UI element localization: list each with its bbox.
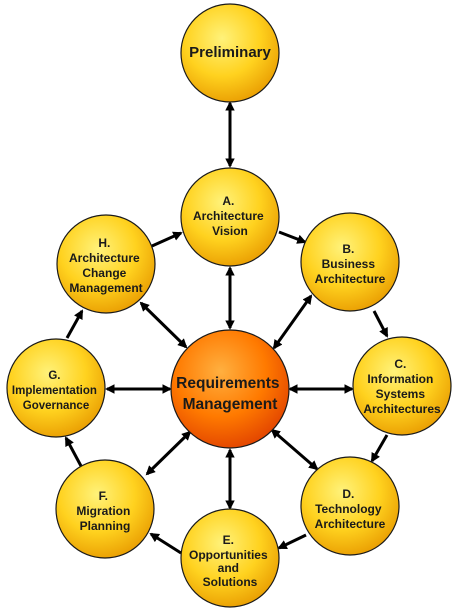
node-h-circle — [56, 214, 156, 314]
node-e-circle — [180, 508, 280, 608]
node-label-line: Architecture — [315, 517, 386, 531]
flow-arrow — [151, 231, 183, 248]
node-label-line: Architectures — [363, 402, 441, 416]
node-e-opportunities-and-solutions[interactable]: E. Opportunities and Solutions — [180, 508, 280, 608]
node-g-circle — [6, 338, 106, 438]
node-c-label: C. Information Systems Architectures — [363, 357, 441, 416]
bidirectional-arrow — [272, 294, 313, 350]
flow-arrow — [370, 434, 389, 463]
node-label-line: Change — [82, 266, 126, 280]
node-label-line: Governance — [23, 400, 89, 412]
node-h-label: H. Architecture Change Management — [69, 236, 143, 295]
node-label-line: Opportunities — [189, 548, 268, 562]
node-preliminary-label: Preliminary — [189, 44, 271, 61]
node-label-line: Business — [322, 257, 376, 271]
node-preliminary-circle — [180, 3, 280, 103]
node-b-business-architecture[interactable]: B. Business Architecture — [300, 212, 400, 312]
node-label-line: Implementation — [12, 385, 97, 397]
node-label-line: C. — [394, 357, 406, 371]
node-label-line: Architecture — [193, 209, 264, 223]
node-a-label: A. Architecture Vision — [193, 194, 267, 238]
node-label-line: Migration — [76, 504, 130, 518]
center-label: Requirements Management — [176, 375, 284, 413]
node-label-line: Management — [69, 281, 142, 295]
flow-arrow — [149, 532, 182, 555]
node-b-label: B. Business Architecture — [315, 242, 386, 286]
node-label-line: Information — [367, 372, 433, 386]
node-a-circle — [180, 167, 280, 267]
node-label-line: Architecture — [315, 272, 386, 286]
node-a-architecture-vision[interactable]: A. Architecture Vision — [180, 167, 280, 267]
node-g-label: G. Implementation Governance — [12, 370, 100, 412]
flow-arrow — [278, 230, 307, 244]
node-b-circle — [300, 212, 400, 312]
node-c-information-systems-architectures[interactable]: C. Information Systems Architectures — [352, 336, 452, 436]
bidirectional-arrow — [145, 430, 192, 476]
node-label-line: and — [218, 561, 239, 575]
center-circle — [170, 329, 290, 449]
node-label-line: Preliminary — [189, 44, 271, 61]
node-label-line: Vision — [212, 224, 248, 238]
center-label-line: Requirements — [176, 375, 279, 392]
flow-arrow — [65, 309, 84, 339]
node-f-label: F. Migration Planning — [76, 489, 133, 533]
node-label-line: G. — [48, 370, 60, 382]
node-c-circle — [352, 336, 452, 436]
node-e-label: E. Opportunities and Solutions — [189, 533, 271, 589]
flow-arrow — [64, 436, 83, 467]
node-label-line: Technology — [315, 502, 382, 516]
node-label-line: Planning — [80, 519, 131, 533]
node-label-line: A. — [222, 194, 234, 208]
node-label-line: Architecture — [69, 251, 140, 265]
node-g-implementation-governance[interactable]: G. Implementation Governance — [6, 338, 106, 438]
bidirectional-arrow — [139, 301, 188, 349]
node-d-technology-architecture[interactable]: D. Technology Architecture — [300, 456, 400, 556]
flow-arrow — [372, 310, 389, 338]
node-f-migration-planning[interactable]: F. Migration Planning — [55, 459, 155, 559]
bidirectional-arrow — [270, 428, 319, 471]
node-label-line: E. — [223, 533, 234, 547]
node-label-line: D. — [342, 487, 354, 501]
node-h-architecture-change-management[interactable]: H. Architecture Change Management — [56, 214, 156, 314]
node-f-circle — [55, 459, 155, 559]
node-d-circle — [300, 456, 400, 556]
flow-arrow — [277, 533, 307, 550]
node-label-line: B. — [342, 242, 354, 256]
node-label-line: H. — [98, 236, 110, 250]
node-label-line: F. — [99, 489, 108, 503]
node-requirements-management[interactable]: Requirements Management — [170, 329, 290, 449]
node-d-label: D. Technology Architecture — [315, 487, 386, 531]
arrows-layer — [64, 101, 389, 555]
center-label-line: Management — [183, 396, 278, 413]
node-label-line: Systems — [376, 387, 426, 401]
node-label-line: Solutions — [203, 575, 258, 589]
node-preliminary[interactable]: Preliminary — [180, 3, 280, 103]
